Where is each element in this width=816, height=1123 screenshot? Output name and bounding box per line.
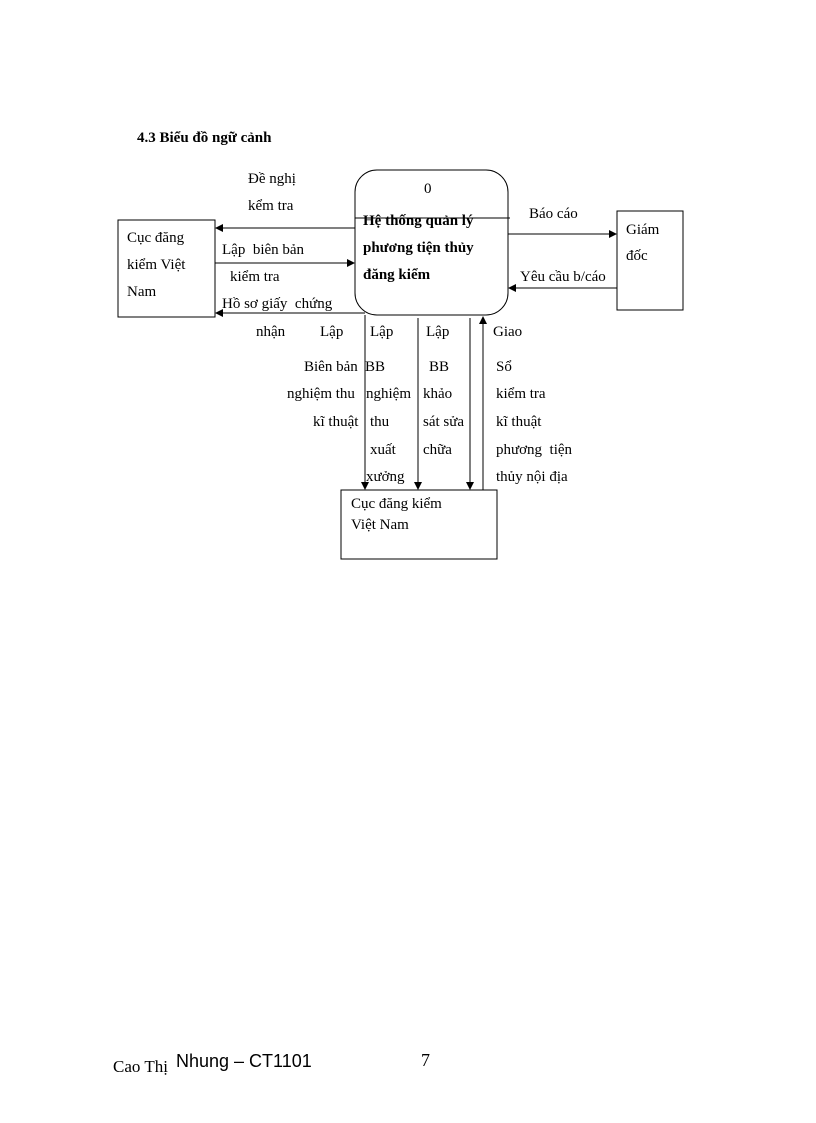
entity-bottom-box <box>340 489 498 560</box>
flow-label: Lập biên bản <box>222 242 305 258</box>
flow-label: Báo cáo <box>529 206 578 222</box>
footer-author-a: Cao Thị <box>113 1057 168 1076</box>
flow-label: nghiệm <box>366 386 411 402</box>
entity-left-1: Cục đăng <box>127 230 185 246</box>
process-label-1: Hệ thống quản lý <box>363 213 474 229</box>
flow-label: Lập <box>320 324 344 340</box>
process-number: 0 <box>424 181 432 197</box>
flow-label: nhận <box>256 324 286 340</box>
flow-label: chữa <box>423 442 452 458</box>
flow-label: Lập <box>370 324 394 340</box>
flow-label: kiểm tra <box>230 269 280 285</box>
flow-label: Lập <box>426 324 450 340</box>
flow-label: BB <box>429 359 450 375</box>
flow-label: thu <box>370 414 390 430</box>
flow-label: Biên bản <box>304 359 358 375</box>
entity-bottom-2: Việt Nam <box>351 517 409 533</box>
flow-label: xuất <box>370 442 396 458</box>
process-label-3: đăng kiểm <box>363 267 431 283</box>
flow-label: kĩ thuật <box>496 414 542 430</box>
flow-label: Sổ <box>496 359 512 375</box>
section-heading: 4.3 Biểu đồ ngữ cảnh <box>137 130 272 146</box>
flow-label: Đề nghị <box>248 171 296 187</box>
flow-label: kiểm tra <box>496 386 546 402</box>
footer-author-b: Nhung – CT1101 <box>176 1051 312 1071</box>
flow-label: xưởng <box>366 469 405 485</box>
flow-label: thủy nội địa <box>496 469 568 485</box>
flow-label: khảo <box>423 386 453 402</box>
process-label-2: phương tiện thủy <box>363 240 474 256</box>
entity-left-2: kiểm Việt <box>127 257 186 273</box>
entity-bottom-1: Cục đăng kiểm <box>351 496 442 512</box>
entity-left-3: Nam <box>127 284 157 300</box>
page-number: 7 <box>421 1050 430 1070</box>
flow-label: Giao <box>493 324 523 340</box>
flow-label: Yêu cầu b/cáo <box>520 269 606 285</box>
entity-right-2: đốc <box>626 248 648 264</box>
flow-label: BB <box>365 359 386 375</box>
flow-label: phương tiện <box>496 442 573 458</box>
flow-label: Hồ sơ giấy chứng <box>222 296 333 312</box>
process-box <box>354 169 509 316</box>
flow-label: kểm tra <box>248 198 294 214</box>
flow-label: nghiệm thu <box>287 386 355 402</box>
flow-label: kĩ thuật <box>313 414 359 430</box>
flow-label: sát sửa <box>423 414 465 430</box>
entity-left-box <box>117 219 216 318</box>
entity-right-1: Giám <box>626 222 660 238</box>
entity-right-box <box>616 210 684 311</box>
